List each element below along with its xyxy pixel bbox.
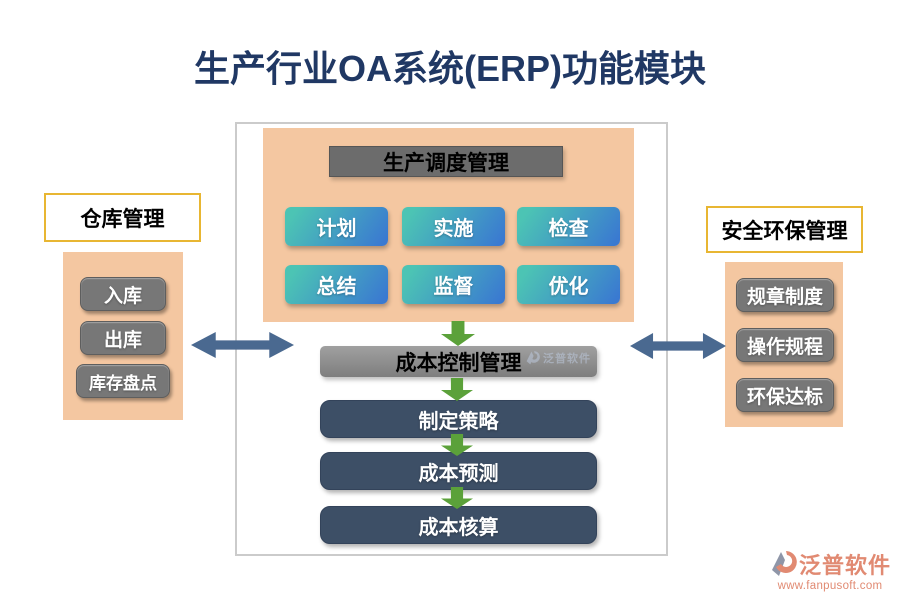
- fanpu-logo-icon: [526, 351, 540, 365]
- node-optimize: 优化: [517, 265, 620, 304]
- cost-control-header-label: 成本控制管理: [395, 351, 522, 375]
- node-check: 检查: [517, 207, 620, 246]
- node-cost-accounting: 成本核算: [320, 506, 597, 544]
- page-title: 生产行业OA系统(ERP)功能模块: [194, 48, 706, 89]
- production-scheduling-header: 生产调度管理: [329, 146, 563, 177]
- watermark-brand-text: 泛普软件: [543, 353, 591, 365]
- brand-url: www.fanpusoft.com: [777, 580, 883, 592]
- node-outbound: 出库: [80, 321, 166, 355]
- brand-name: 泛普软件: [798, 553, 891, 578]
- node-plan: 计划: [285, 207, 388, 246]
- brand-logo: 泛普软件 www.fanpusoft.com: [764, 548, 896, 592]
- fanpu-logo-icon: [771, 551, 797, 576]
- cost-control-header: 成本控制管理 泛普软件: [320, 346, 597, 377]
- safety-env-title: 安全环保管理: [706, 206, 863, 253]
- node-implement: 实施: [402, 207, 505, 246]
- node-inbound: 入库: [80, 277, 166, 311]
- node-make-strategy: 制定策略: [320, 400, 597, 438]
- node-supervise: 监督: [402, 265, 505, 304]
- node-cost-forecast: 成本预测: [320, 452, 597, 490]
- node-env-compliance: 环保达标: [736, 378, 834, 412]
- node-summary: 总结: [285, 265, 388, 304]
- watermark: 泛普软件: [525, 350, 591, 366]
- brand-row: 泛普软件: [769, 548, 891, 580]
- node-stocktaking: 库存盘点: [76, 364, 170, 398]
- node-procedures: 操作规程: [736, 328, 834, 362]
- warehouse-title: 仓库管理: [44, 193, 201, 242]
- node-rules: 规章制度: [736, 278, 834, 312]
